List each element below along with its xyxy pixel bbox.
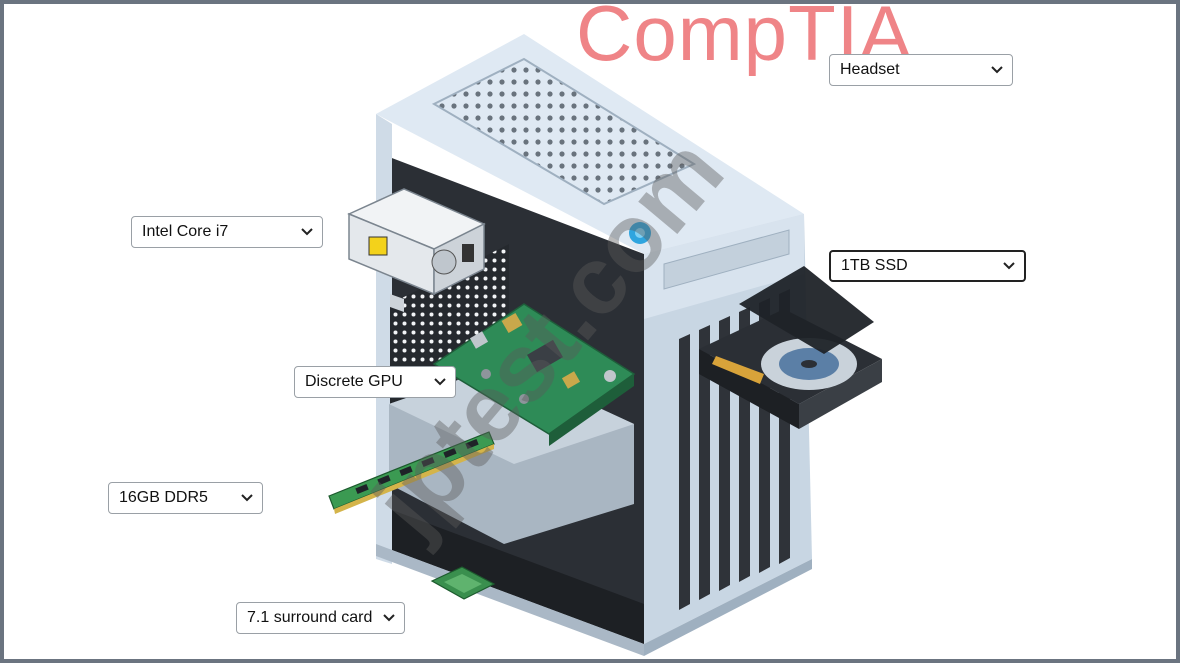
pc-case-illustration (328, 34, 882, 656)
chevron-down-icon (991, 66, 1003, 74)
hard-drive (699, 266, 882, 429)
gpu-dropdown-value: Discrete GPU (305, 373, 403, 390)
storage-dropdown[interactable]: 1TB SSD (829, 250, 1026, 282)
case-bottom (376, 544, 644, 656)
chevron-down-icon (241, 494, 253, 502)
top-vent-area (434, 59, 694, 204)
ram-stick (328, 431, 495, 514)
storage-dropdown-value: 1TB SSD (841, 257, 908, 274)
cpu-dropdown[interactable]: Intel Core i7 (131, 216, 323, 248)
cpu-chip (430, 566, 496, 600)
cpu-dropdown-value: Intel Core i7 (142, 223, 229, 240)
memory-dropdown-value: 16GB DDR5 (119, 489, 208, 506)
case-floor (376, 504, 644, 644)
headset-dropdown-value: Headset (840, 61, 900, 78)
chevron-down-icon (434, 378, 446, 386)
gpu-dropdown[interactable]: Discrete GPU (294, 366, 456, 398)
headset-dropdown[interactable]: Headset (829, 54, 1013, 86)
power-supply (347, 188, 486, 312)
audio-dropdown-value: 7.1 surround card (247, 609, 373, 626)
memory-dropdown[interactable]: 16GB DDR5 (108, 482, 263, 514)
motherboard (432, 303, 636, 446)
audio-dropdown[interactable]: 7.1 surround card (236, 602, 405, 634)
chevron-down-icon (383, 614, 395, 622)
chevron-down-icon (301, 228, 313, 236)
case-front-edge (376, 114, 392, 564)
chevron-down-icon (1003, 262, 1015, 270)
